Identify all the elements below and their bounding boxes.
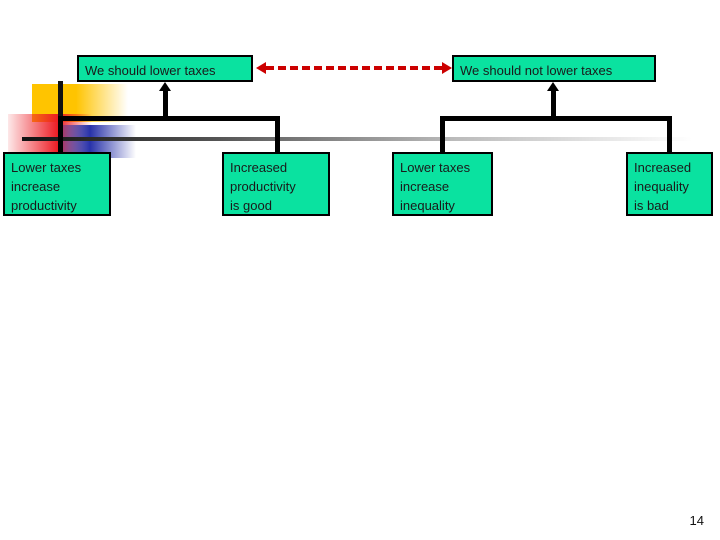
premise-node-1-line-1: Lower taxes xyxy=(11,160,82,175)
premise-node-3-line-1: Lower taxes xyxy=(400,160,471,175)
premise-node-2-line-1: Increased xyxy=(230,160,288,175)
decoration-vertical-rule xyxy=(58,81,63,145)
premise-node-1[interactable]: Lower taxes increase productivity xyxy=(3,152,111,216)
page-number: 14 xyxy=(689,513,704,528)
premise-node-2[interactable]: Increased productivity is good xyxy=(222,152,330,216)
opposition-arrowhead-right-icon xyxy=(442,62,452,74)
connector-drop-premise-3 xyxy=(440,116,445,154)
opposition-arrowhead-left-icon xyxy=(256,62,266,74)
premise-node-3-line-2: increase xyxy=(400,179,450,194)
claim-node-pro-label: We should lower taxes xyxy=(85,63,216,78)
connector-drop-premise-4 xyxy=(667,116,672,154)
connector-drop-premise-2 xyxy=(275,116,280,154)
claim-node-pro[interactable]: We should lower taxes xyxy=(77,55,253,82)
connector-bar-con xyxy=(440,116,672,121)
claim-node-con[interactable]: We should not lower taxes xyxy=(452,55,656,82)
connector-drop-premise-1 xyxy=(58,116,63,154)
premise-node-1-line-2: increase xyxy=(11,179,61,194)
premise-node-4-line-2: inequality xyxy=(634,179,689,194)
connector-arrowhead-pro xyxy=(159,82,171,91)
premise-node-2-line-2: productivity xyxy=(230,179,296,194)
premise-node-1-line-3: productivity xyxy=(11,198,77,213)
connector-stem-con xyxy=(551,91,556,119)
connector-arrowhead-con xyxy=(547,82,559,91)
claim-node-con-label: We should not lower taxes xyxy=(460,63,613,78)
decoration-horizontal-rule xyxy=(22,137,720,141)
decoration-red-block xyxy=(8,114,58,152)
premise-node-3-line-3: inequality xyxy=(400,198,455,213)
premise-node-4-line-3: is bad xyxy=(634,198,669,213)
connector-stem-pro xyxy=(163,91,168,119)
premise-node-2-line-3: is good xyxy=(230,198,272,213)
connector-bar-pro xyxy=(58,116,280,121)
premise-node-3[interactable]: Lower taxes increase inequality xyxy=(392,152,493,216)
premise-node-4-line-1: Increased xyxy=(634,160,692,175)
opposition-dashed-line xyxy=(266,66,442,70)
premise-node-4[interactable]: Increased inequality is bad xyxy=(626,152,713,216)
